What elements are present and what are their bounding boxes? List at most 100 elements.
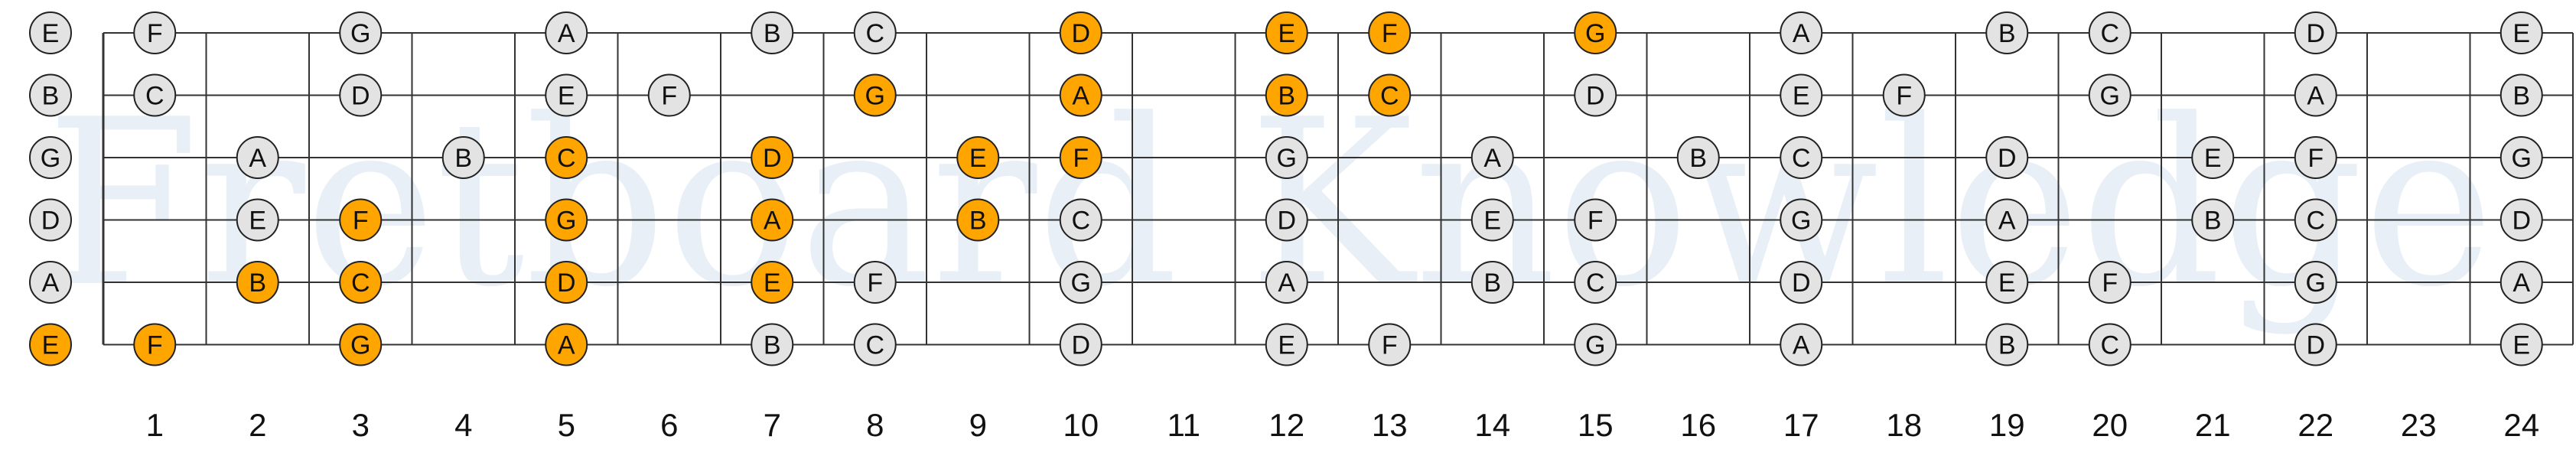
note-label: B bbox=[1998, 19, 2016, 48]
note-label: G bbox=[41, 144, 60, 173]
note-circle bbox=[1059, 73, 1102, 117]
note-marker: B bbox=[441, 136, 485, 179]
note-circle bbox=[2191, 136, 2235, 179]
note-circle bbox=[853, 261, 897, 304]
note-circle bbox=[545, 261, 588, 304]
note-label: B bbox=[42, 82, 60, 111]
note-marker: G bbox=[339, 323, 383, 366]
note-label: G bbox=[556, 207, 576, 236]
note-label: G bbox=[350, 331, 370, 360]
note-label: E bbox=[1998, 269, 2016, 298]
note-label: B bbox=[764, 19, 781, 48]
note-circle bbox=[853, 73, 897, 117]
note-marker: G bbox=[545, 198, 588, 242]
note-label: D bbox=[351, 82, 370, 111]
note-label: C bbox=[2100, 19, 2119, 48]
note-label: E bbox=[2512, 19, 2530, 48]
note-label: D bbox=[1792, 269, 1811, 298]
note-marker: E bbox=[236, 198, 279, 242]
note-circle bbox=[1985, 11, 2029, 54]
note-circle bbox=[2499, 198, 2543, 242]
note-marker: G bbox=[339, 11, 383, 54]
note-marker: F bbox=[133, 11, 177, 54]
note-label: B bbox=[1998, 331, 2016, 360]
note-marker: E bbox=[2191, 136, 2235, 179]
fret-number-2: 2 bbox=[249, 407, 266, 443]
note-label: B bbox=[454, 144, 472, 173]
note-circle bbox=[236, 136, 279, 179]
note-circle bbox=[1780, 198, 1823, 242]
note-label: E bbox=[249, 207, 266, 236]
note-label: F bbox=[1588, 207, 1604, 236]
note-label: B bbox=[764, 331, 781, 360]
note-circle bbox=[545, 323, 588, 366]
note-circle bbox=[751, 11, 794, 54]
note-circle bbox=[1574, 11, 1617, 54]
note-marker: E bbox=[545, 73, 588, 117]
note-circle bbox=[1265, 323, 1308, 366]
note-marker: D bbox=[1574, 73, 1617, 117]
note-label: D bbox=[763, 144, 782, 173]
note-marker: B bbox=[236, 261, 279, 304]
note-marker: F bbox=[1882, 73, 1926, 117]
note-label: G bbox=[2306, 269, 2326, 298]
note-marker: D bbox=[339, 73, 383, 117]
note-label: F bbox=[661, 82, 677, 111]
note-circle bbox=[1059, 261, 1102, 304]
note-marker: B bbox=[751, 11, 794, 54]
note-label: E bbox=[558, 82, 575, 111]
note-label: C bbox=[2306, 207, 2325, 236]
note-marker: F bbox=[853, 261, 897, 304]
note-circle bbox=[1780, 73, 1823, 117]
note-marker: A bbox=[545, 11, 588, 54]
fret-number-23: 23 bbox=[2401, 407, 2437, 443]
note-circle bbox=[2294, 323, 2337, 366]
note-label: F bbox=[147, 19, 163, 48]
fret-number-11: 11 bbox=[1167, 407, 1200, 443]
note-label: E bbox=[764, 269, 781, 298]
fret-number-6: 6 bbox=[660, 407, 678, 443]
note-marker: E bbox=[1780, 73, 1823, 117]
note-marker: F bbox=[2088, 261, 2131, 304]
note-marker: C bbox=[339, 261, 383, 304]
note-label: D bbox=[1071, 331, 1090, 360]
note-label: B bbox=[2512, 82, 2530, 111]
note-marker: B bbox=[1985, 11, 2029, 54]
note-marker: D bbox=[2294, 11, 2337, 54]
note-circle bbox=[1574, 198, 1617, 242]
note-marker: F bbox=[1368, 323, 1412, 366]
note-label: D bbox=[2512, 207, 2531, 236]
note-marker: F bbox=[1574, 198, 1617, 242]
note-circle bbox=[1470, 198, 1514, 242]
note-label: A bbox=[558, 19, 575, 48]
fret-number-15: 15 bbox=[1578, 407, 1614, 443]
fret-number-5: 5 bbox=[558, 407, 575, 443]
note-marker: B bbox=[956, 198, 1000, 242]
note-circle bbox=[1882, 73, 1926, 117]
note-marker: F bbox=[2294, 136, 2337, 179]
note-marker: G bbox=[2499, 136, 2543, 179]
note-label: D bbox=[2306, 19, 2325, 48]
note-marker: A bbox=[751, 198, 794, 242]
fret-number-18: 18 bbox=[1886, 407, 1922, 443]
note-circle bbox=[1780, 136, 1823, 179]
note-marker: C bbox=[2088, 11, 2131, 54]
note-label: F bbox=[353, 207, 369, 236]
note-circle bbox=[1574, 261, 1617, 304]
note-circle bbox=[1574, 73, 1617, 117]
note-label: E bbox=[42, 331, 60, 360]
note-label: B bbox=[1278, 82, 1295, 111]
note-label: E bbox=[2512, 331, 2530, 360]
note-circle bbox=[133, 73, 177, 117]
note-circle bbox=[2499, 73, 2543, 117]
note-label: G bbox=[1791, 207, 1811, 236]
note-marker: G bbox=[29, 136, 72, 179]
note-marker: G bbox=[1574, 323, 1617, 366]
note-marker: C bbox=[2294, 198, 2337, 242]
note-marker: C bbox=[1368, 73, 1412, 117]
note-label: C bbox=[1586, 269, 1605, 298]
note-marker: F bbox=[647, 73, 691, 117]
note-label: D bbox=[557, 269, 576, 298]
note-marker: A bbox=[1780, 11, 1823, 54]
